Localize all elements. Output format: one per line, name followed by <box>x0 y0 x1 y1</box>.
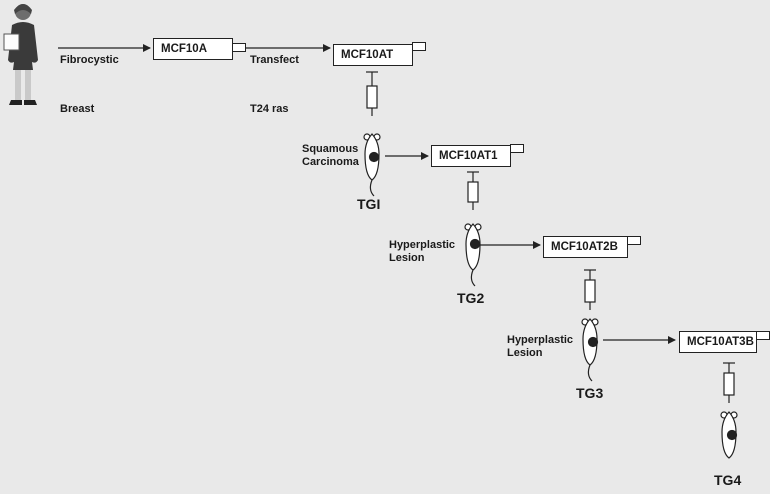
source-label-line2: Breast <box>60 103 95 115</box>
lesion-label-2: Hyperplastic Lesion <box>389 239 456 264</box>
cell-line-label: MCF10A <box>161 43 208 55</box>
lesion-label-3: Hyperplastic Lesion <box>507 334 574 359</box>
transplant-label-tg4: TG4 <box>714 472 742 488</box>
syringe-icon-1 <box>366 71 378 116</box>
transplant-label-tg1: TGI <box>357 196 381 212</box>
transfect-label-line2: T24 ras <box>250 103 289 115</box>
woman-figure-icon <box>3 4 38 105</box>
syringe-icon-2 <box>467 171 479 210</box>
cell-line-box-tab <box>756 331 770 340</box>
cell-line-box-mcf10a: MCF10A <box>153 38 233 60</box>
mouse-icon-tg4 <box>720 411 738 459</box>
syringe-icon-4 <box>723 362 735 403</box>
lesion-label-1: Squamous Carcinoma <box>302 143 359 168</box>
mouse-icon-tg3 <box>581 318 599 382</box>
transplant-label-tg3: TG3 <box>576 385 604 401</box>
source-label-line1: Fibrocystic <box>60 54 119 66</box>
syringe-icons <box>366 71 735 403</box>
cell-line-box-tab <box>412 42 426 51</box>
cell-line-box-tab <box>510 144 524 153</box>
cell-line-box-mcf10at2b: MCF10AT2B <box>543 236 628 258</box>
cell-line-box-tab <box>627 236 641 245</box>
mouse-icon-tg1 <box>363 133 381 197</box>
cell-line-label: MCF10AT1 <box>439 150 498 162</box>
cell-line-box-tab <box>232 43 246 52</box>
cell-line-label: MCF10AT2B <box>551 241 618 253</box>
transfect-label-line1: Transfect <box>250 54 299 66</box>
cell-line-box-mcf10at3b: MCF10AT3B <box>679 331 757 353</box>
transplant-label-tg2: TG2 <box>457 290 485 306</box>
transfect-label: Transfect T24 ras <box>250 28 299 129</box>
mouse-icon-tg2 <box>464 223 482 287</box>
cell-line-box-mcf10at1: MCF10AT1 <box>431 145 511 167</box>
source-label: Fibrocystic Breast <box>60 28 119 129</box>
syringe-icon-3 <box>584 269 596 310</box>
cell-line-label: MCF10AT <box>341 49 394 61</box>
cell-line-box-mcf10at: MCF10AT <box>333 44 413 66</box>
cell-line-label: MCF10AT3B <box>687 336 754 348</box>
